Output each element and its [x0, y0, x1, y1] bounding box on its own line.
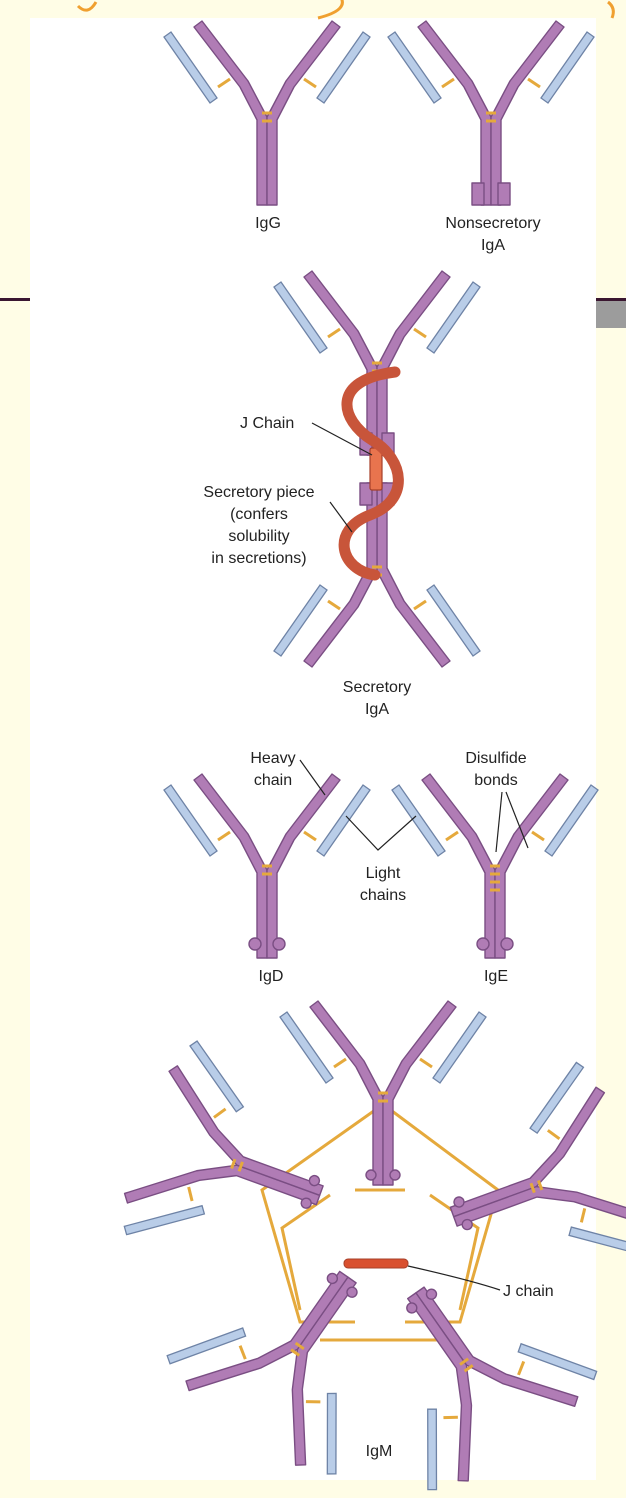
right-decor-line: [596, 298, 626, 301]
igm-structure: [110, 999, 626, 1498]
igg-structure: [162, 19, 372, 207]
igg-label: IgG: [255, 215, 281, 232]
top-decor-ornament: [76, 0, 615, 20]
secretory-piece-label-line4: in secretions): [211, 550, 306, 567]
heavy-chain-label-line2: chain: [254, 772, 292, 789]
igd-label: IgD: [259, 968, 284, 985]
nonsecretory-iga-structure: [386, 19, 596, 207]
secretory-piece-label-line1: Secretory piece: [203, 484, 314, 501]
light-chains-label-line2: chains: [360, 887, 406, 904]
disulfide-bonds-label-line2: bonds: [474, 772, 518, 789]
secretory-iga-label-line1: Secretory: [343, 679, 411, 696]
secretory-piece: [338, 366, 404, 581]
secretory-piece-label-line3: solubility: [228, 528, 289, 545]
j-chain-igm-label: J chain: [503, 1283, 554, 1300]
ige-label: IgE: [484, 968, 508, 985]
light-chains-label-line1: Light: [366, 865, 401, 882]
ige-structure: [390, 772, 600, 960]
nonsecretory-iga-label-line2: IgA: [481, 237, 505, 254]
secretory-iga-label-line2: IgA: [365, 701, 389, 718]
heavy-chain-label-line1: Heavy: [250, 750, 295, 767]
right-decor-block: [596, 300, 626, 328]
diagram-panel: [30, 18, 596, 1480]
igd-structure: [162, 772, 372, 960]
secretory-piece-label-line2: (confers: [230, 506, 288, 523]
disulfide-bonds-label-line1: Disulfide: [465, 750, 526, 767]
nonsecretory-iga-label-line1: Nonsecretory: [445, 215, 540, 232]
secretory-iga-structure: [272, 269, 482, 669]
j-chain-secretory-label: J Chain: [240, 415, 294, 432]
j-chain-igm: [343, 1258, 409, 1269]
left-decor-line: [0, 298, 30, 301]
igm-label: IgM: [366, 1443, 393, 1460]
